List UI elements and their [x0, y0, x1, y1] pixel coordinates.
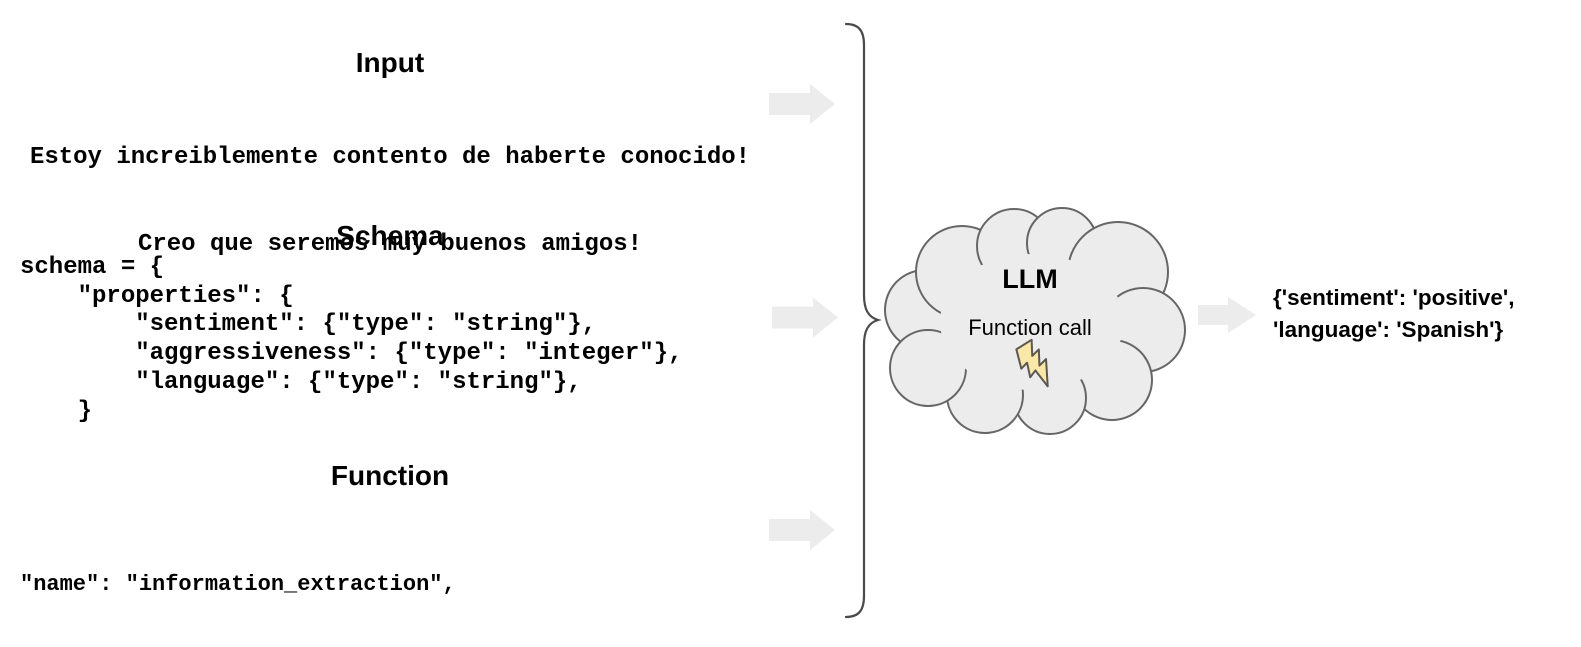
schema-right-arrow-icon: [772, 297, 838, 338]
output-result-line: {'sentiment': 'positive',: [1273, 285, 1515, 310]
input-right-arrow-icon: [769, 84, 835, 124]
output-right-arrow-icon: [1198, 297, 1256, 333]
function-name-line: "name": "information_extraction",: [20, 572, 456, 597]
llm-label: LLM: [1002, 264, 1058, 294]
cloud-center: [940, 254, 1124, 390]
curly-brace-icon: [844, 22, 882, 619]
function-right-arrow-icon: [769, 510, 835, 550]
lightning-bolt-icon: [1015, 338, 1049, 388]
function-section-title: Function: [330, 460, 450, 491]
cloud-shape: [884, 207, 1186, 435]
output-result-line: 'language': 'Spanish'}: [1273, 316, 1504, 342]
input-section-title: Input: [355, 47, 425, 78]
output-result-block: {'sentiment': 'positive', 'language': 'S…: [1273, 282, 1514, 345]
function-code-block: "name": "information_extraction", "descr…: [20, 489, 759, 647]
input-text-line: Estoy increiblemente contento de haberte…: [29, 144, 751, 171]
input-text-line: Creo que seremos muy buenos amigos!: [137, 231, 643, 258]
function-call-label: Function call: [968, 315, 1092, 340]
schema-section-title: Schema: [336, 220, 444, 251]
input-text-block: Estoy increiblemente contento de haberte…: [0, 85, 780, 317]
schema-code-block: schema = { "properties": { "sentiment": …: [20, 254, 683, 425]
